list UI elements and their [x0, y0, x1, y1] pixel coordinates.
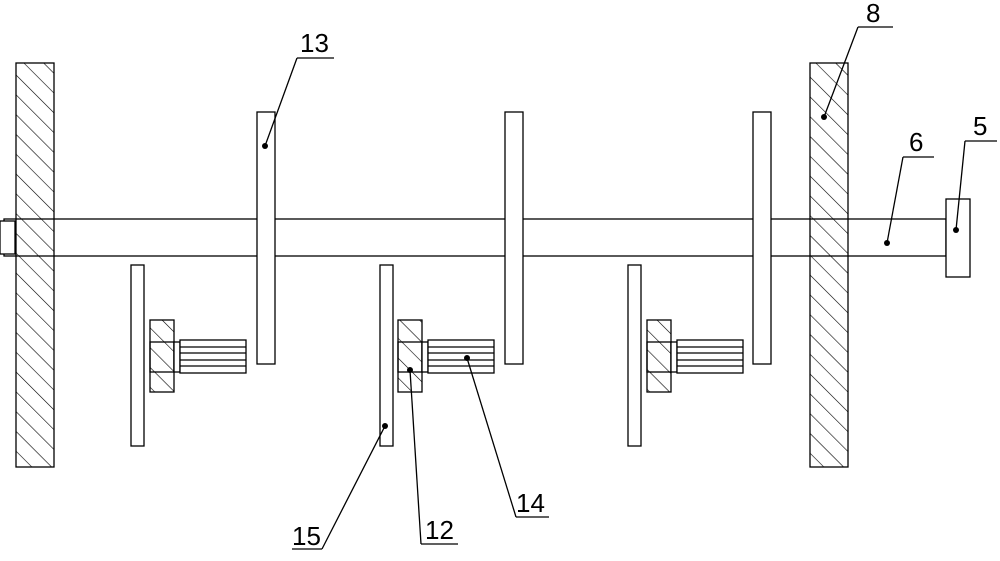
main-shaft [4, 219, 946, 256]
hub-step [174, 342, 180, 372]
label-6: 6 [909, 127, 923, 157]
marker-dot [464, 355, 470, 361]
label-15: 15 [292, 521, 321, 551]
label-12: 12 [425, 515, 454, 545]
right-support-wall [810, 63, 848, 467]
marker-dot [884, 240, 890, 246]
splined-shaft [180, 340, 246, 373]
label-5: 5 [973, 111, 987, 141]
marker-dot [821, 114, 827, 120]
lower-plate [131, 265, 144, 446]
shaft-disc [505, 112, 523, 364]
marker-dot [953, 227, 959, 233]
label-13: 13 [300, 28, 329, 58]
hub-step [671, 342, 677, 372]
leader-15 [322, 426, 385, 549]
marker-dot [407, 367, 413, 373]
shaft-disc [257, 112, 275, 364]
left-support-wall [16, 63, 54, 467]
splined-shaft [677, 340, 743, 373]
leader-14 [467, 358, 516, 517]
hatched-hub [647, 320, 671, 392]
hatched-hub [150, 320, 174, 392]
lower-plate [628, 265, 641, 446]
hub-step [422, 342, 428, 372]
lower-plate [380, 265, 393, 446]
label-8: 8 [866, 0, 880, 28]
leader-12 [410, 370, 421, 544]
marker-dot [262, 143, 268, 149]
marker-dot [382, 423, 388, 429]
hatched-hub [398, 320, 422, 392]
splined-shaft [428, 340, 494, 373]
label-14: 14 [516, 488, 545, 518]
shaft-disc [753, 112, 771, 364]
shaft-left-end [0, 221, 15, 254]
leader-13 [265, 58, 297, 146]
